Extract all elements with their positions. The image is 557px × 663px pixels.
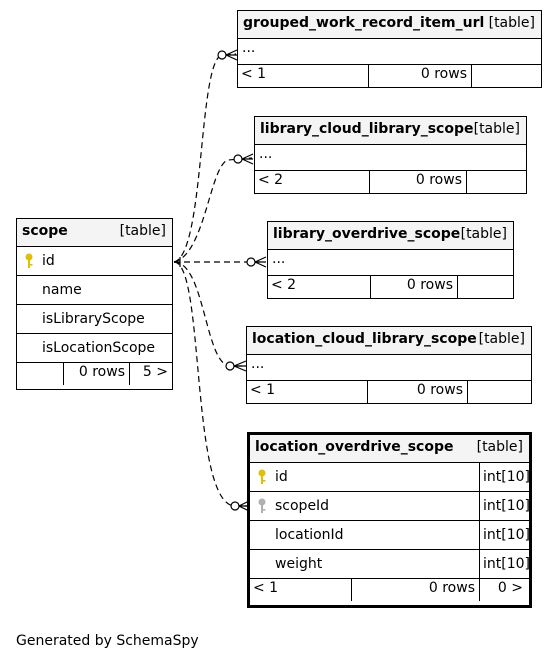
table-name: scope xyxy=(22,223,68,239)
table-header: library_overdrive_scope [table] xyxy=(268,222,513,250)
rows-count: 0 rows xyxy=(367,381,467,403)
children-count[interactable]: 5 > xyxy=(129,363,172,385)
column-name: weight xyxy=(275,556,323,572)
table-row: ... xyxy=(238,39,541,65)
table-location-cloud-library-scope[interactable]: location_cloud_library_scope [table] ...… xyxy=(246,326,532,404)
parents-count[interactable]: < 2 xyxy=(258,172,284,188)
table-kind: [table] xyxy=(478,331,525,347)
primary-key-icon xyxy=(25,253,33,268)
column-type: int[10] xyxy=(479,492,530,520)
edge-end-circle xyxy=(233,154,243,164)
column-row-name[interactable]: name xyxy=(17,276,172,305)
column-name: id xyxy=(275,469,288,485)
table-kind: [table] xyxy=(460,226,507,242)
table-name: grouped_work_record_item_url xyxy=(243,15,485,31)
table-library-cloud-library-scope[interactable]: library_cloud_library_scope [table] ... … xyxy=(254,116,527,194)
table-footer: < 1 0 rows xyxy=(238,65,541,87)
children-count[interactable] xyxy=(466,171,526,193)
foreign-key-icon xyxy=(258,498,266,513)
children-count[interactable] xyxy=(471,65,541,87)
parents-count[interactable] xyxy=(17,363,63,385)
parents-count[interactable]: < 2 xyxy=(271,277,297,293)
table-location-overdrive-scope[interactable]: location_overdrive_scope [table] id int[… xyxy=(247,432,532,608)
table-header: scope [table] xyxy=(17,219,172,247)
primary-key-icon xyxy=(258,469,266,484)
table-name: location_cloud_library_scope xyxy=(252,331,477,347)
children-count[interactable] xyxy=(467,381,531,403)
table-grouped-work-record-item-url[interactable]: grouped_work_record_item_url [table] ...… xyxy=(237,10,542,88)
table-name: library_cloud_library_scope xyxy=(260,121,474,137)
crow-foot xyxy=(241,153,254,165)
parents-count[interactable]: < 1 xyxy=(241,66,267,82)
table-row: ... xyxy=(247,355,531,381)
table-header: location_cloud_library_scope [table] xyxy=(247,327,531,355)
generated-by-footer: Generated by SchemaSpy xyxy=(16,633,199,649)
table-header: grouped_work_record_item_url [table] xyxy=(238,11,541,39)
parents-count[interactable]: < 1 xyxy=(253,580,279,596)
rows-count: 0 rows xyxy=(369,171,466,193)
collapsed-columns: ... xyxy=(251,356,265,372)
table-name: location_overdrive_scope xyxy=(255,439,454,455)
table-library-overdrive-scope[interactable]: library_overdrive_scope [table] ... < 2 … xyxy=(267,221,514,299)
edge-location-cloud xyxy=(173,261,245,367)
table-header: library_cloud_library_scope [table] xyxy=(255,117,526,145)
table-footer: < 1 0 rows 0 > xyxy=(250,579,529,601)
children-count[interactable]: 0 > xyxy=(479,579,529,601)
edge-end-circle xyxy=(246,257,256,267)
column-row-id[interactable]: id int[10] xyxy=(250,463,530,492)
crow-foot xyxy=(225,49,238,61)
children-count[interactable] xyxy=(457,276,513,298)
column-row-locationid[interactable]: locationId int[10] xyxy=(250,521,530,550)
edge-location-overdrive xyxy=(173,261,250,507)
crow-foot xyxy=(254,256,267,268)
table-row: ... xyxy=(268,250,513,276)
rows-count: 0 rows xyxy=(63,363,129,385)
column-row-weight[interactable]: weight int[10] xyxy=(250,550,530,579)
table-kind: [table] xyxy=(473,121,520,137)
column-type: int[10] xyxy=(479,550,530,578)
column-row-islibraryscope[interactable]: isLibraryScope xyxy=(17,305,172,334)
collapsed-columns: ... xyxy=(272,251,286,267)
table-footer: < 2 0 rows xyxy=(268,276,513,298)
table-row: ... xyxy=(255,145,526,171)
table-kind: [table] xyxy=(476,439,523,455)
column-name: name xyxy=(42,282,82,298)
column-row-scopeid[interactable]: scopeId int[10] xyxy=(250,492,530,521)
rows-count: 0 rows xyxy=(370,276,457,298)
column-name: locationId xyxy=(275,527,344,543)
column-type: int[10] xyxy=(479,463,530,491)
edge-end-circle xyxy=(225,361,235,371)
edge-grouped-work xyxy=(173,53,237,263)
table-footer: < 2 0 rows xyxy=(255,171,526,193)
table-kind: [table] xyxy=(488,15,535,31)
crow-foot xyxy=(233,360,247,372)
column-row-id[interactable]: id xyxy=(17,247,172,276)
rows-count: 0 rows xyxy=(351,579,479,601)
column-row-islocationscope[interactable]: isLocationScope xyxy=(17,334,172,363)
collapsed-columns: ... xyxy=(242,40,256,56)
edge-library-cloud xyxy=(173,157,253,263)
table-header: location_overdrive_scope [table] xyxy=(250,435,529,463)
column-name: isLocationScope xyxy=(42,340,156,356)
edge-end-circle xyxy=(230,501,240,511)
collapsed-columns: ... xyxy=(259,146,273,162)
table-kind: [table] xyxy=(119,223,166,239)
parents-count[interactable]: < 1 xyxy=(250,382,276,398)
column-name: isLibraryScope xyxy=(42,311,145,327)
column-type: int[10] xyxy=(479,521,530,549)
column-name: scopeId xyxy=(275,498,330,514)
table-footer: 0 rows 5 > xyxy=(17,363,172,385)
edge-end-circle xyxy=(217,50,227,60)
column-name: id xyxy=(42,253,55,269)
rows-count: 0 rows xyxy=(368,65,471,87)
table-footer: < 1 0 rows xyxy=(247,381,531,403)
table-scope[interactable]: scope [table] id name isLibraryScope isL… xyxy=(16,218,173,390)
table-name: library_overdrive_scope xyxy=(273,226,461,242)
